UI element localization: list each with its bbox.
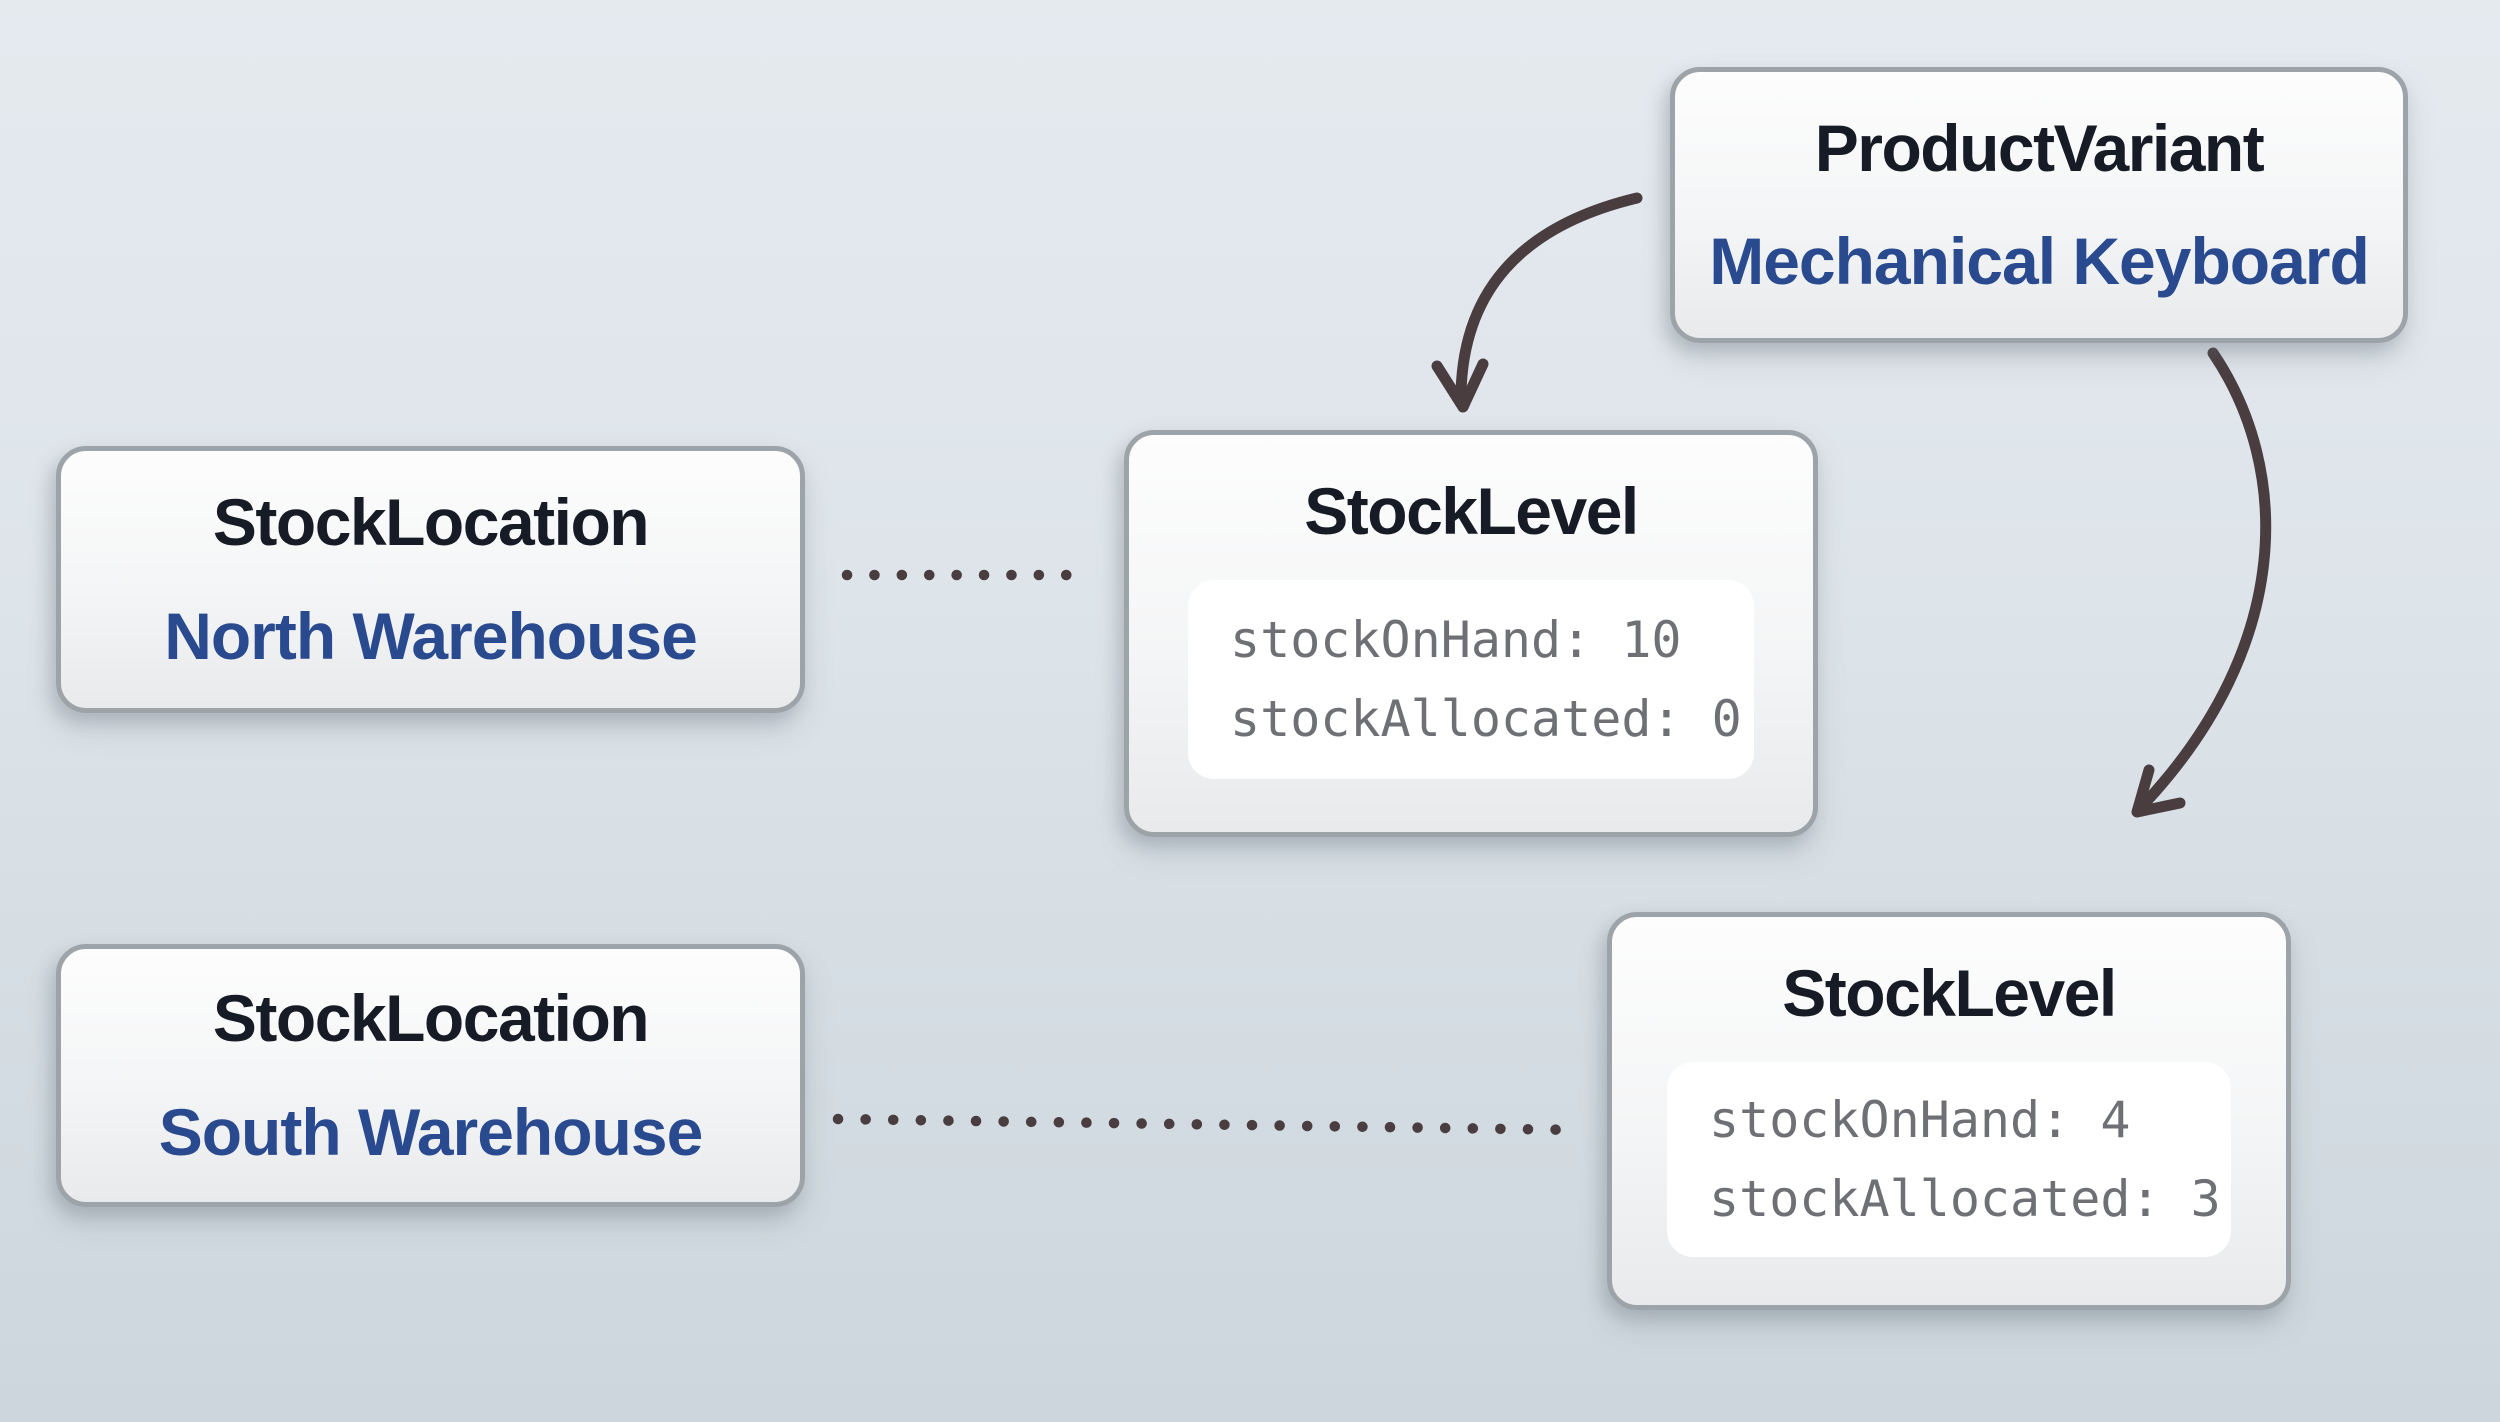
entity-name: South Warehouse (158, 1094, 704, 1169)
arrow-head-icon (2131, 764, 2186, 818)
stock-fields-panel: stockOnHand: 4 stockAllocated: 3 (1667, 1062, 2231, 1258)
stock-field-line: stockOnHand: 10 (1230, 610, 1682, 669)
stock-field-line: stockAllocated: 3 (1709, 1169, 2221, 1228)
arrow-curve (2139, 347, 2272, 809)
entity-name: Mechanical Keyboard (1709, 224, 2370, 298)
dotted-relation-south-to-stocklevel-2 (832, 1113, 1586, 1136)
stock-field-line: stockOnHand: 4 (1709, 1090, 2131, 1149)
arrow-head-icon (1431, 358, 1489, 413)
curved-arrow-productvariant-to-stocklevel-1 (1431, 192, 1643, 413)
stock-field-line: stockAllocated: 0 (1230, 689, 1742, 748)
entity-type-label: StockLocation (212, 485, 650, 560)
entity-type-label: StockLevel (1782, 956, 2117, 1030)
entity-type-label: StockLevel (1304, 474, 1639, 548)
stock-level-1-card: StockLevel stockOnHand: 10 stockAllocate… (1124, 430, 1818, 837)
curved-arrow-productvariant-to-stocklevel-2 (2131, 347, 2272, 818)
stock-fields-panel: stockOnHand: 10 stockAllocated: 0 (1188, 580, 1754, 780)
stock-location-north-card: StockLocation North Warehouse (56, 446, 805, 713)
entity-type-label: StockLocation (212, 981, 650, 1056)
stock-location-south-card: StockLocation South Warehouse (56, 944, 805, 1207)
entity-type-label: ProductVariant (1814, 110, 2265, 185)
entity-name: North Warehouse (164, 598, 698, 673)
arrow-curve (1455, 192, 1643, 400)
stock-level-2-card: StockLevel stockOnHand: 4 stockAllocated… (1607, 912, 2291, 1310)
product-variant-card: ProductVariant Mechanical Keyboard (1670, 67, 2408, 343)
